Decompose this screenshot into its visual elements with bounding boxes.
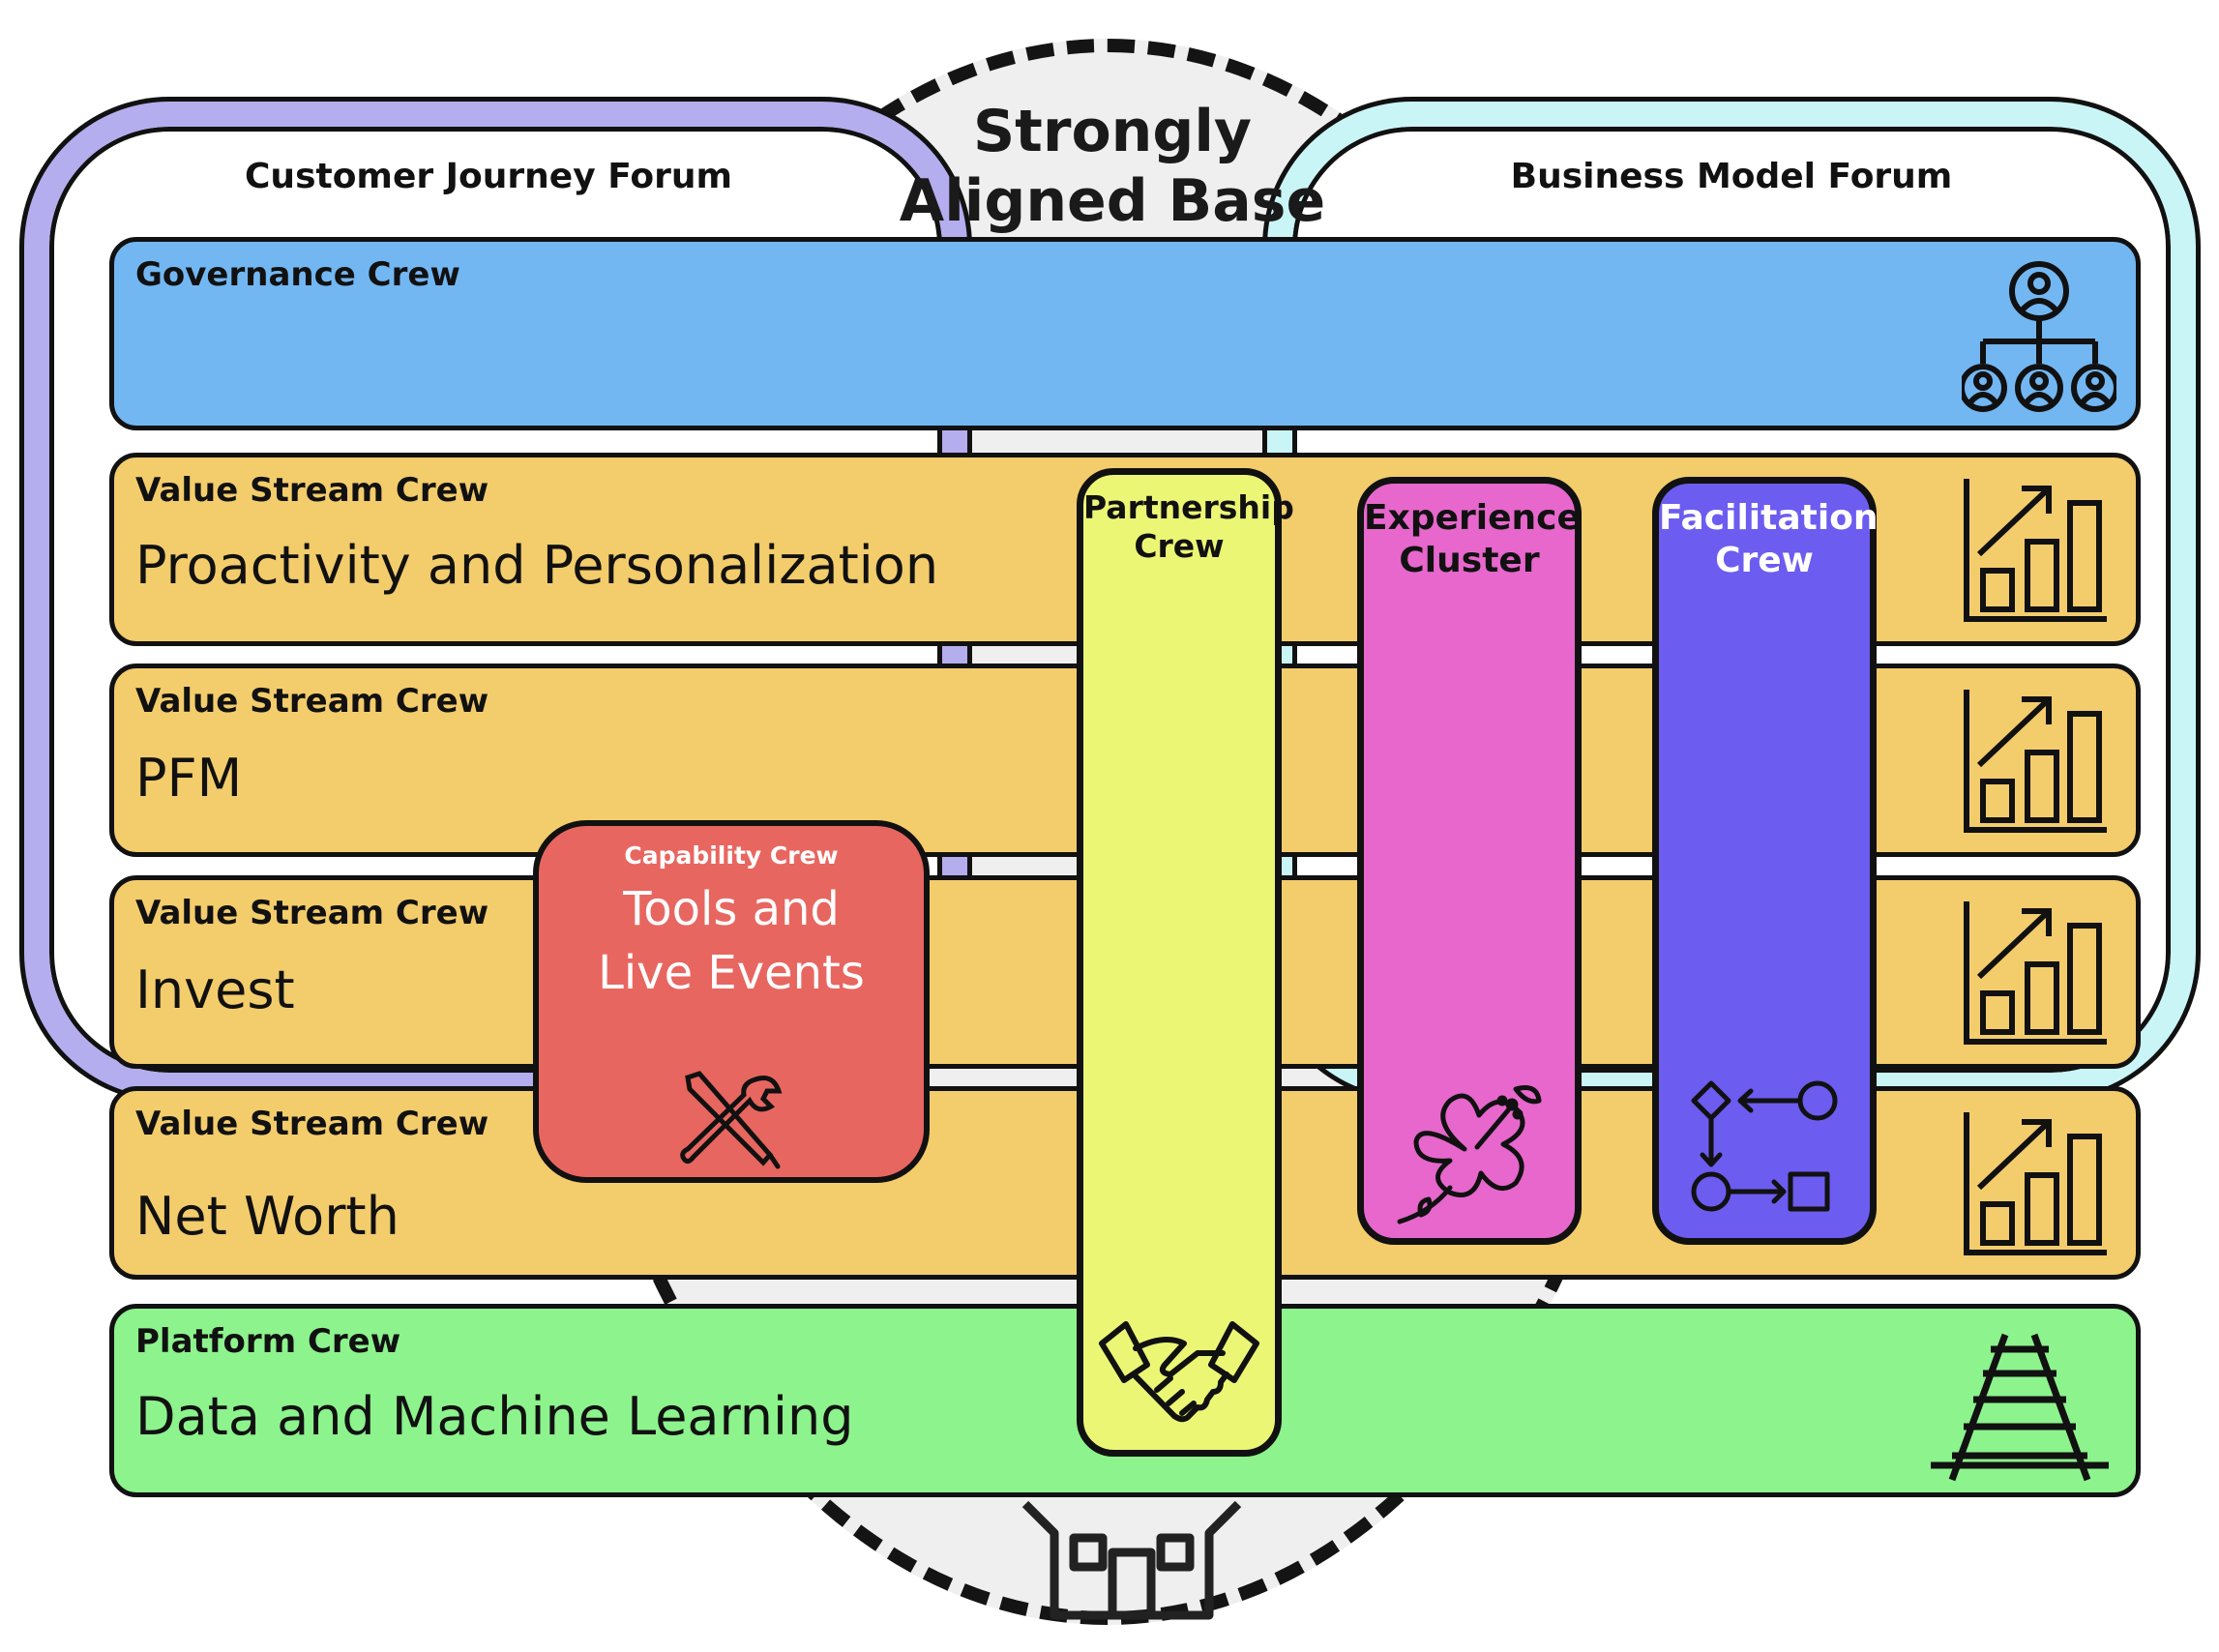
hibiscus-flower-icon (1397, 1085, 1542, 1224)
value-stream-title: PFM (135, 748, 243, 809)
growth-chart-icon (1964, 1112, 2107, 1255)
capability-crew: Capability Crew Tools and Live Events (533, 820, 930, 1183)
railroad-track-icon (1931, 1333, 2109, 1482)
experience-cluster-title: Experience Cluster (1364, 498, 1581, 580)
experience-cluster: Experience Cluster (1357, 477, 1582, 1245)
capability-crew-title: Tools and Live Events (598, 882, 865, 1000)
value-stream-title: Invest (135, 959, 295, 1020)
facilitation-crew-title: Facilitation Crew (1659, 498, 1879, 580)
value-stream-crew-label: Value Stream Crew (135, 1105, 489, 1143)
handshake-icon (1099, 1321, 1259, 1423)
customer-journey-forum-title: Customer Journey Forum (245, 157, 732, 196)
platform-crew-title: Data and Machine Learning (135, 1386, 854, 1447)
governance-crew-label: Governance Crew (135, 255, 460, 294)
base-title: Strongly Aligned Base (899, 98, 1326, 235)
value-stream-crew-label: Value Stream Crew (135, 894, 489, 932)
governance-crew-row: Governance Crew (109, 237, 2141, 430)
capability-crew-label: Capability Crew (624, 841, 839, 870)
growth-chart-icon (1964, 690, 2107, 833)
value-stream-title: Proactivity and Personalization (135, 535, 939, 596)
growth-chart-icon (1964, 901, 2107, 1045)
facilitation-crew: Facilitation Crew (1652, 477, 1879, 1245)
house-icon (1021, 1500, 1242, 1620)
org-chart-icon (1962, 261, 2116, 412)
flow-diagram-icon (1691, 1080, 1838, 1212)
growth-chart-icon (1964, 479, 2107, 622)
value-stream-title: Net Worth (135, 1186, 399, 1247)
business-model-forum-title: Business Model Forum (1510, 157, 1953, 196)
value-stream-crew-label: Value Stream Crew (135, 682, 489, 721)
tools-icon (680, 1071, 783, 1169)
value-stream-crew-label: Value Stream Crew (135, 471, 489, 510)
partnership-crew: Partnership Crew (1077, 468, 1294, 1457)
platform-crew-label: Platform Crew (135, 1322, 401, 1361)
partnership-crew-title: Partnership Crew (1083, 488, 1294, 565)
